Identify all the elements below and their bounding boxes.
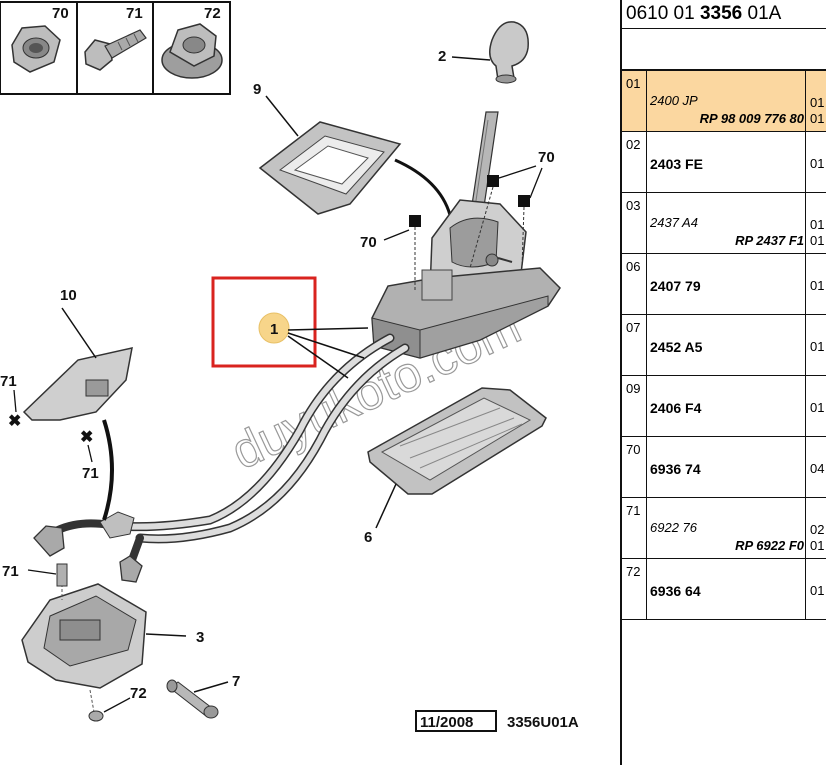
quantity-cell: 01 <box>805 315 826 375</box>
row-index: 06 <box>622 254 647 314</box>
flange-nut-72-icon[interactable] <box>161 23 223 79</box>
quantity-cell: 01 <box>805 376 826 436</box>
quantity: 01 <box>810 217 825 232</box>
bracket-10-part[interactable] <box>22 307 133 521</box>
label-71-bottom: 71 <box>2 563 19 580</box>
quantity: 01 <box>810 156 825 171</box>
fastener-legend: 70 71 72 <box>0 1 231 95</box>
ref-suffix: 01A <box>742 3 782 24</box>
label-72-bottom: 72 <box>130 685 147 702</box>
part-number: 2407 79 <box>650 278 701 294</box>
part-number: 6936 74 <box>650 461 701 477</box>
label-6: 6 <box>364 529 372 546</box>
label-71-top: 71 <box>126 5 143 22</box>
label-1: 1 <box>270 321 278 338</box>
date-code-box <box>415 710 497 732</box>
ref-bold: 3356 <box>699 3 743 24</box>
fastener-markers-70 <box>383 165 543 290</box>
pin-7-part[interactable] <box>166 679 229 719</box>
part-number: 6936 64 <box>650 583 701 599</box>
label-71-mid: 71 <box>82 465 99 482</box>
quantity: 01 <box>810 95 825 110</box>
cable-ends[interactable] <box>33 511 143 583</box>
row-index: 07 <box>622 315 647 375</box>
quantity: 01 <box>810 339 825 354</box>
date-code: 11/2008 <box>420 714 473 731</box>
quantity-cell: 01 <box>805 559 826 619</box>
part-number: 2400 JP <box>650 93 698 108</box>
part-number: 2437 A4 <box>650 215 698 230</box>
table-subheader <box>622 29 826 71</box>
part-number: 2406 F4 <box>650 400 702 416</box>
quantity: 01 <box>810 400 825 415</box>
row-index: 09 <box>622 376 647 436</box>
lower-bracket-3-part[interactable] <box>21 583 187 713</box>
exploded-parts-diagram: 70 71 72 duyukoto.com 2 9 <box>0 1 579 732</box>
label-3: 3 <box>196 629 204 646</box>
row-index: 71 <box>622 498 647 558</box>
drawing-code: 3356U01A <box>507 714 579 731</box>
quantity-secondary: 01 <box>810 233 825 248</box>
quantity-cell: 01 <box>805 254 826 314</box>
replacement-part: RP 2437 F1 <box>735 233 804 248</box>
reference-number: 0610 01 3356 01A <box>622 0 826 29</box>
label-7: 7 <box>232 673 240 690</box>
base-plate-part[interactable] <box>367 387 547 529</box>
shift-cables <box>54 333 410 564</box>
row-index: 01 <box>622 71 647 131</box>
label-70-right: 70 <box>538 149 555 166</box>
quantity: 04 <box>810 461 825 476</box>
replacement-part: RP 98 009 776 80 <box>699 111 804 126</box>
label-71-left: 71 <box>0 373 17 390</box>
row-index: 70 <box>622 437 647 497</box>
part-number: 2452 A5 <box>650 339 703 355</box>
quantity-secondary: 01 <box>810 538 825 553</box>
label-70-left: 70 <box>360 234 377 251</box>
part-number: 2403 FE <box>650 156 703 172</box>
part-number: 6922 76 <box>650 520 697 535</box>
label-70-top: 70 <box>52 5 69 22</box>
cross-marker-right: ✖ <box>80 429 93 446</box>
quantity-cell: 04 <box>805 437 826 497</box>
row-index: 02 <box>622 132 647 192</box>
bolt-71-lower-icon[interactable] <box>56 563 68 587</box>
label-10: 10 <box>60 287 77 304</box>
quantity-cell: 01 <box>805 132 826 192</box>
replacement-part: RP 6922 F0 <box>735 538 804 553</box>
label-72-top: 72 <box>204 5 221 22</box>
nut-70-icon[interactable] <box>11 25 61 73</box>
quantity: 01 <box>810 583 825 598</box>
shifter-housing-part[interactable] <box>371 111 561 359</box>
quantity: 02 <box>810 522 825 537</box>
nut-72-lower-icon[interactable] <box>88 710 104 722</box>
boot-frame-part[interactable] <box>258 95 452 216</box>
part-1-callout[interactable] <box>211 276 369 379</box>
label-9: 9 <box>253 81 261 98</box>
quantity-secondary: 01 <box>810 111 825 126</box>
gear-knob-part[interactable] <box>451 21 529 84</box>
cross-marker-left: ✖ <box>8 413 21 430</box>
row-index: 72 <box>622 559 647 619</box>
label-2: 2 <box>438 48 446 65</box>
row-index: 03 <box>622 193 647 253</box>
bolt-71-icon[interactable] <box>84 29 147 71</box>
quantity: 01 <box>810 278 825 293</box>
ref-prefix: 0610 01 <box>626 3 700 24</box>
